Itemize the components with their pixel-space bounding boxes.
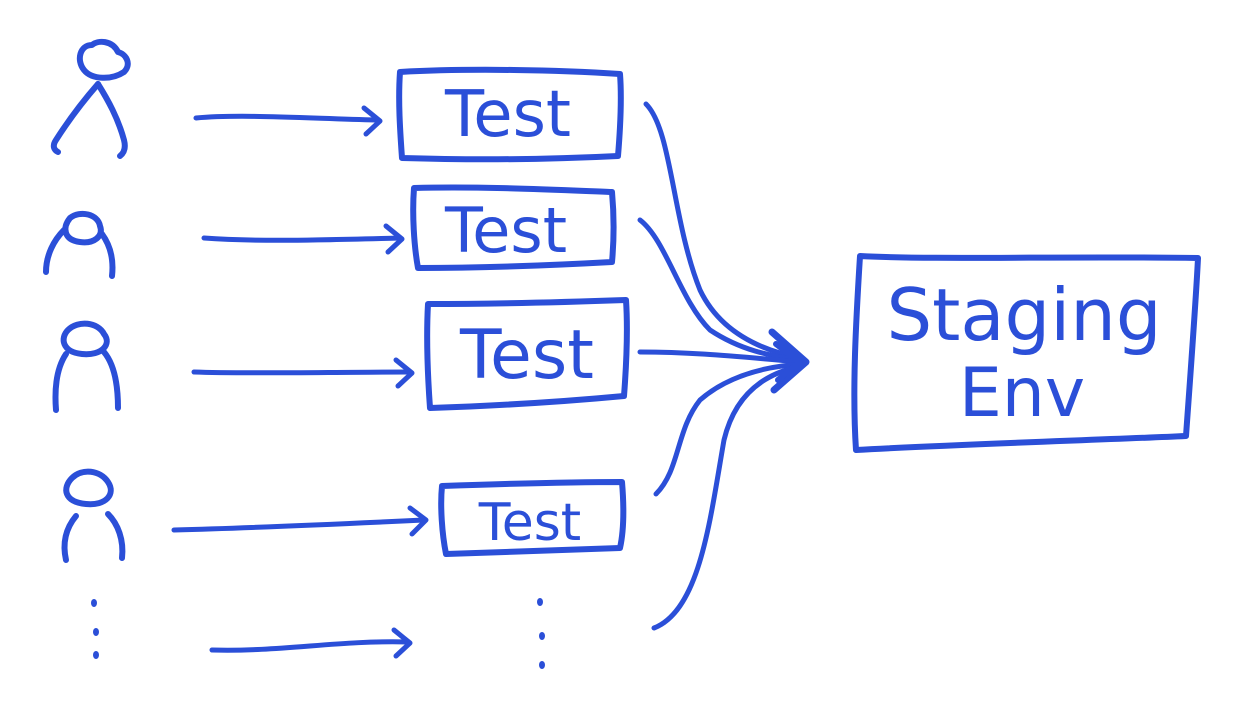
staging-env-box: Staging Env	[851, 253, 1201, 453]
test-box-1: Test	[396, 66, 624, 163]
test-label: Test	[478, 493, 581, 553]
user-4	[61, 468, 126, 563]
person-icon	[43, 210, 116, 279]
arrow-more-to-more	[209, 627, 413, 659]
arrow-user1-to-test1	[193, 105, 383, 137]
vertical-ellipsis-icon	[91, 599, 99, 659]
arrowhead-to-staging	[768, 328, 810, 394]
arrow-user2-to-test2	[201, 223, 405, 255]
vertical-ellipsis-icon	[537, 598, 545, 669]
person-icon	[52, 320, 121, 413]
test-label: Test	[444, 194, 567, 267]
user-3	[52, 320, 121, 413]
test-box-2: Test	[410, 184, 617, 271]
curve-test2-to-staging	[637, 217, 803, 363]
curve-test3-to-staging	[637, 349, 805, 365]
curve-test1-to-staging	[643, 101, 803, 361]
person-icon	[61, 468, 126, 563]
person-icon	[50, 38, 131, 159]
staging-label-line1: Staging	[886, 273, 1161, 357]
user-1	[50, 38, 131, 159]
test-label: Test	[459, 316, 594, 395]
test-box-3: Test	[424, 297, 630, 411]
test-label: Test	[444, 78, 571, 152]
test-more	[537, 598, 545, 669]
staging-label-line2: Env	[959, 354, 1085, 433]
curve-more-to-staging	[651, 363, 805, 631]
user-more	[91, 599, 99, 659]
arrow-user3-to-test3	[191, 357, 415, 389]
curve-test4-to-staging	[653, 361, 805, 497]
arrow-user4-to-test4	[171, 505, 429, 537]
test-box-4: Test	[438, 479, 627, 557]
user-2	[43, 210, 116, 279]
